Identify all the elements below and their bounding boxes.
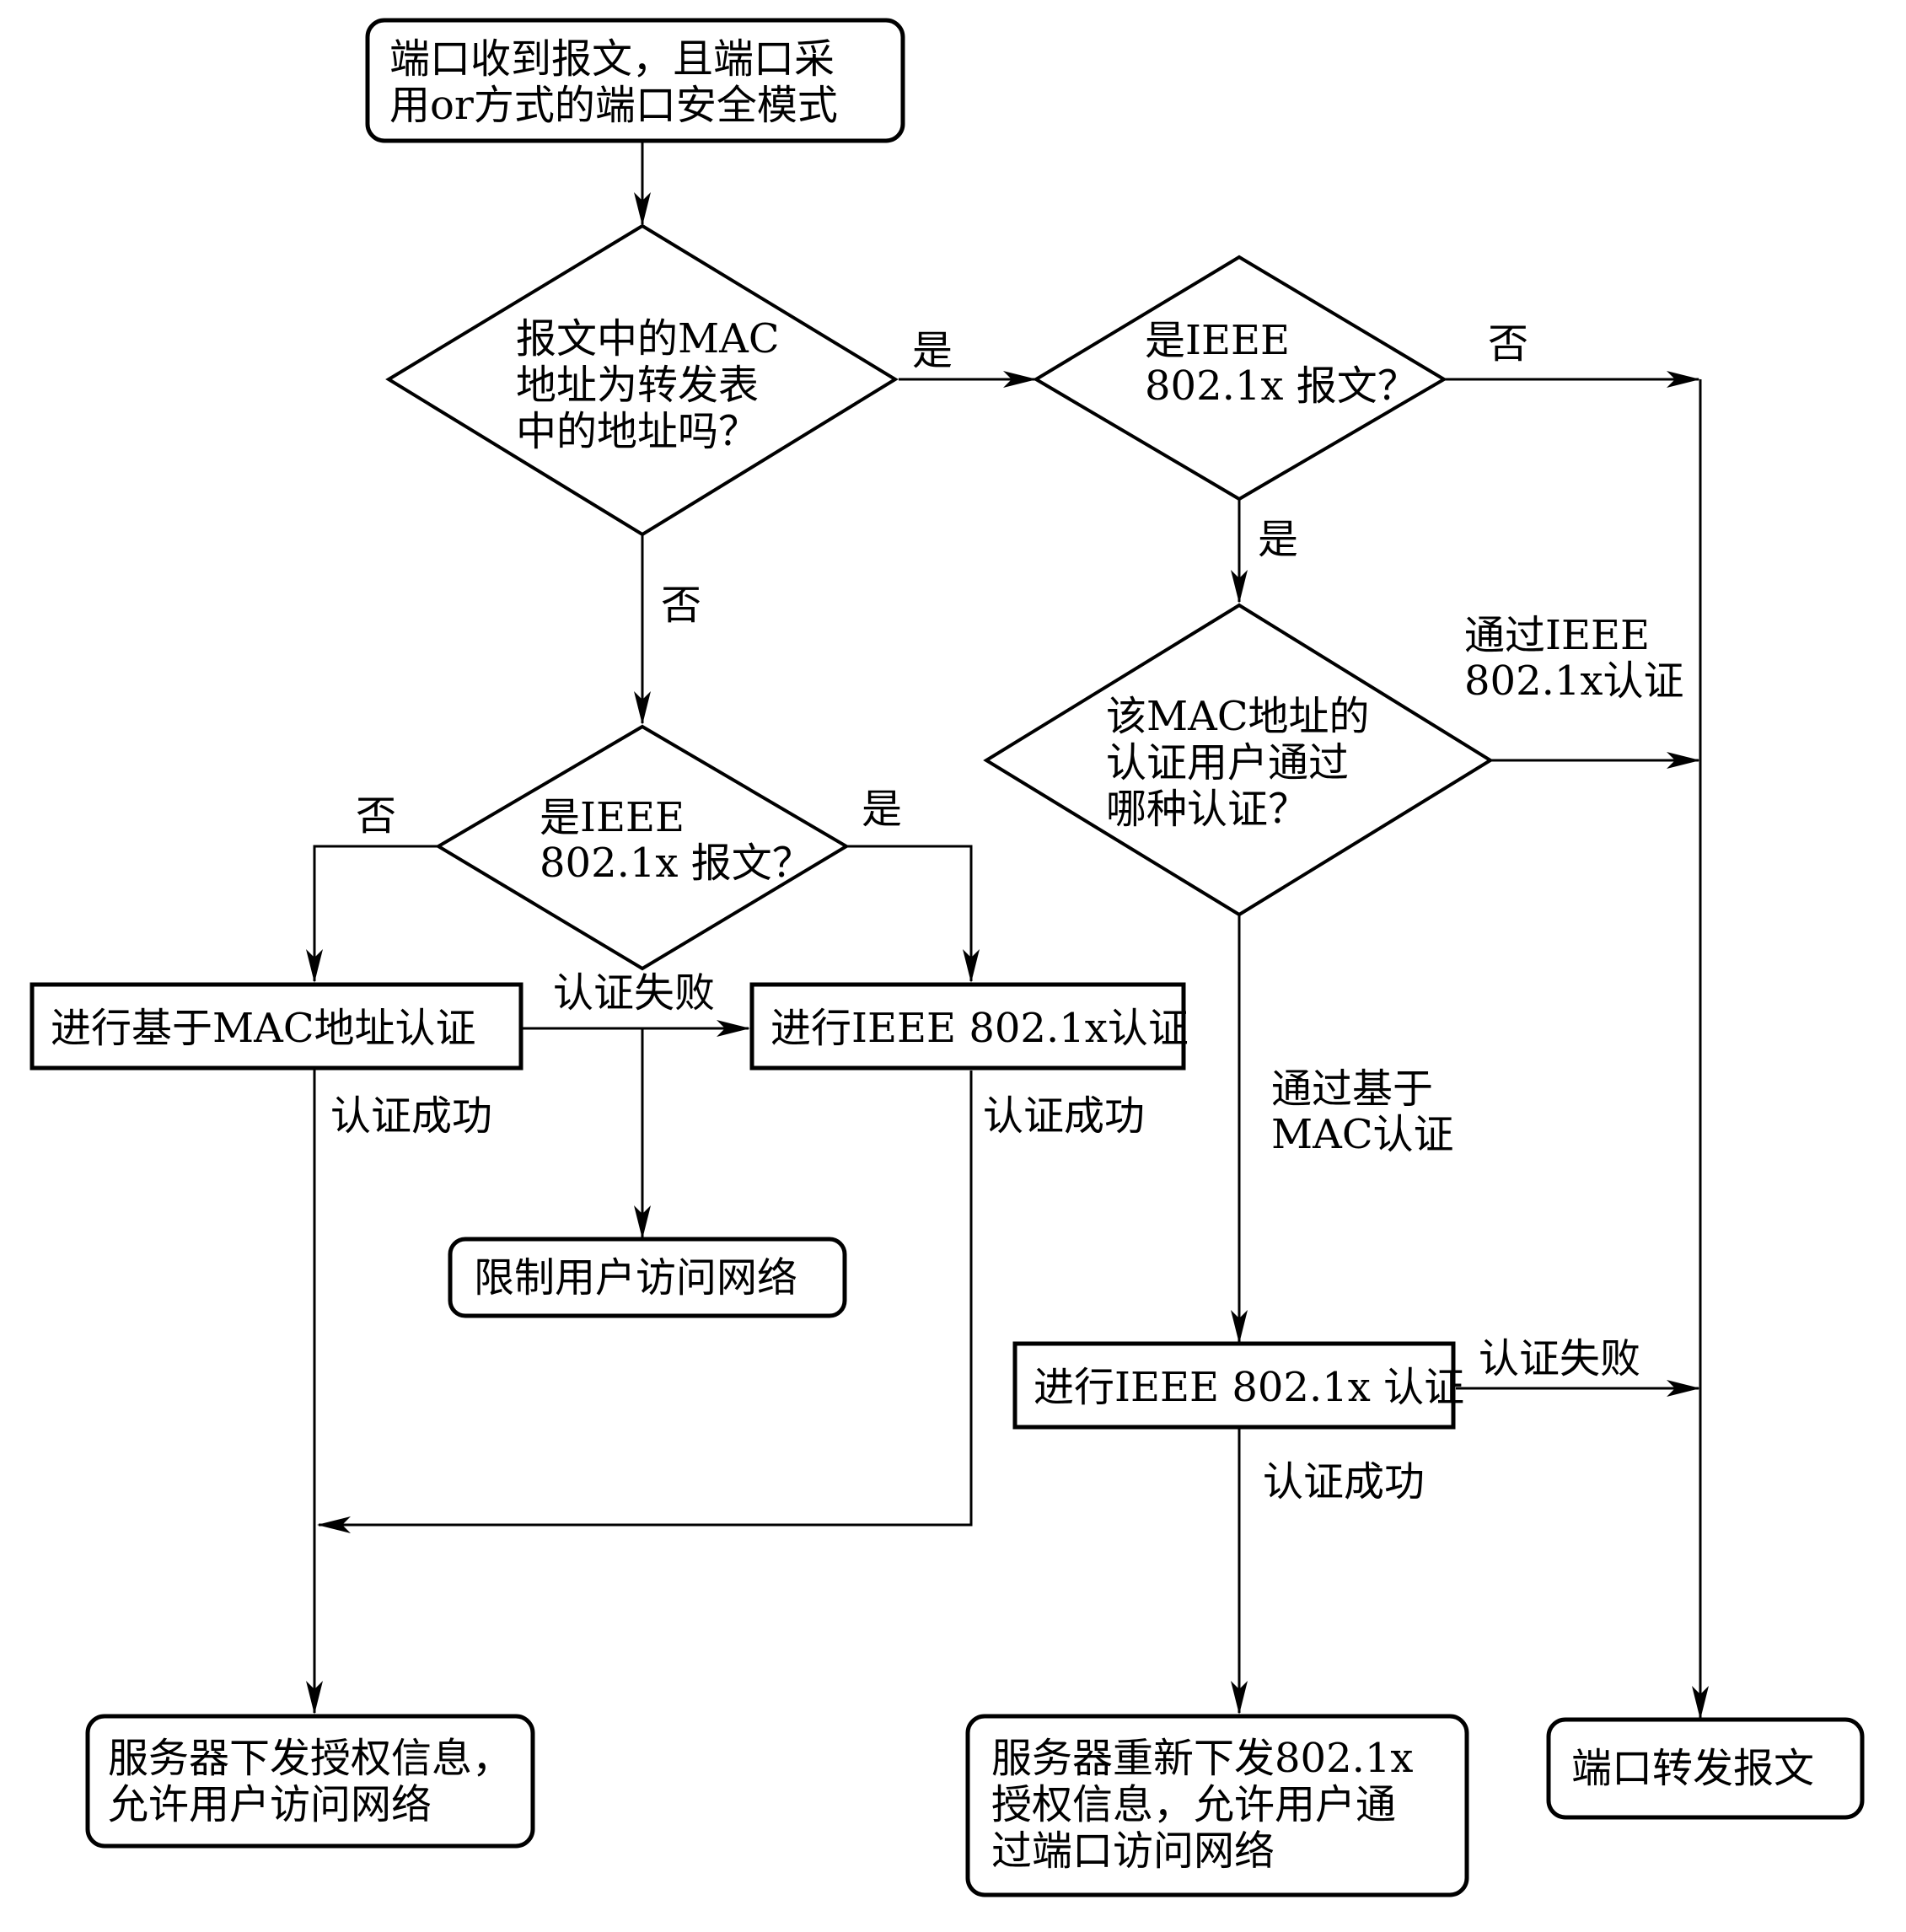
svg-text:进行基于MAC地址认证: 进行基于MAC地址认证 bbox=[51, 1005, 476, 1052]
process-8021x-auth-left: 进行IEEE 802.1x认证 bbox=[749, 982, 1189, 1071]
label-no-center: 否 bbox=[661, 582, 701, 629]
decision-which-auth: 该MAC地址的认证用户通过哪种认证？ bbox=[983, 603, 1494, 917]
process-mac-auth: 进行基于MAC地址认证 bbox=[30, 982, 523, 1071]
end-server-auth: 服务器下发授权信息，允许用户访问网络 bbox=[85, 1714, 535, 1849]
svg-text:进行IEEE 802.1x 认证: 进行IEEE 802.1x 认证 bbox=[1034, 1364, 1464, 1411]
label-8021x-success-right: 认证成功 bbox=[1263, 1458, 1425, 1505]
process-8021x-auth-right: 进行IEEE 802.1x 认证 bbox=[1012, 1341, 1464, 1430]
edge-d3-no bbox=[306, 845, 438, 983]
connectors bbox=[306, 142, 1709, 1720]
label-8021x-fail-right: 认证失败 bbox=[1479, 1335, 1640, 1382]
svg-text:服务器下发授权信息，允许用户访问网络: 服务器下发授权信息，允许用户访问网络 bbox=[108, 1735, 513, 1828]
start-node: 端口收到报文，且端口采用or方式的端口安全模式 bbox=[365, 18, 905, 143]
svg-text:该MAC地址的认证用户通过哪种认证？: 该MAC地址的认证用户通过哪种认证？ bbox=[1106, 693, 1370, 833]
svg-text:进行IEEE 802.1x认证: 进行IEEE 802.1x认证 bbox=[770, 1005, 1189, 1052]
label-left-no: 否 bbox=[356, 792, 396, 840]
label-mac-success: 认证成功 bbox=[330, 1092, 492, 1140]
edge-left-8021x-success bbox=[317, 1071, 973, 1533]
end-restrict-access: 限制用户访问网络 bbox=[448, 1237, 847, 1318]
end-port-forward: 端口转发报文 bbox=[1546, 1717, 1865, 1820]
label-yes-top: 是 bbox=[912, 327, 953, 374]
label-left-yes: 是 bbox=[862, 786, 902, 833]
label-yes-right-mid: 是 bbox=[1258, 516, 1298, 563]
label-no-top-right: 否 bbox=[1488, 320, 1528, 368]
label-8021x-success-left: 认证成功 bbox=[983, 1092, 1145, 1140]
label-mac-fail: 认证失败 bbox=[553, 969, 715, 1017]
svg-text:端口转发报文: 端口转发报文 bbox=[1571, 1745, 1814, 1792]
svg-text:限制用户访问网络: 限制用户访问网络 bbox=[474, 1254, 797, 1301]
start-text: 端口收到报文，且端口采用or方式的端口安全模式 bbox=[389, 35, 838, 129]
edge-d3-yes bbox=[846, 845, 980, 983]
